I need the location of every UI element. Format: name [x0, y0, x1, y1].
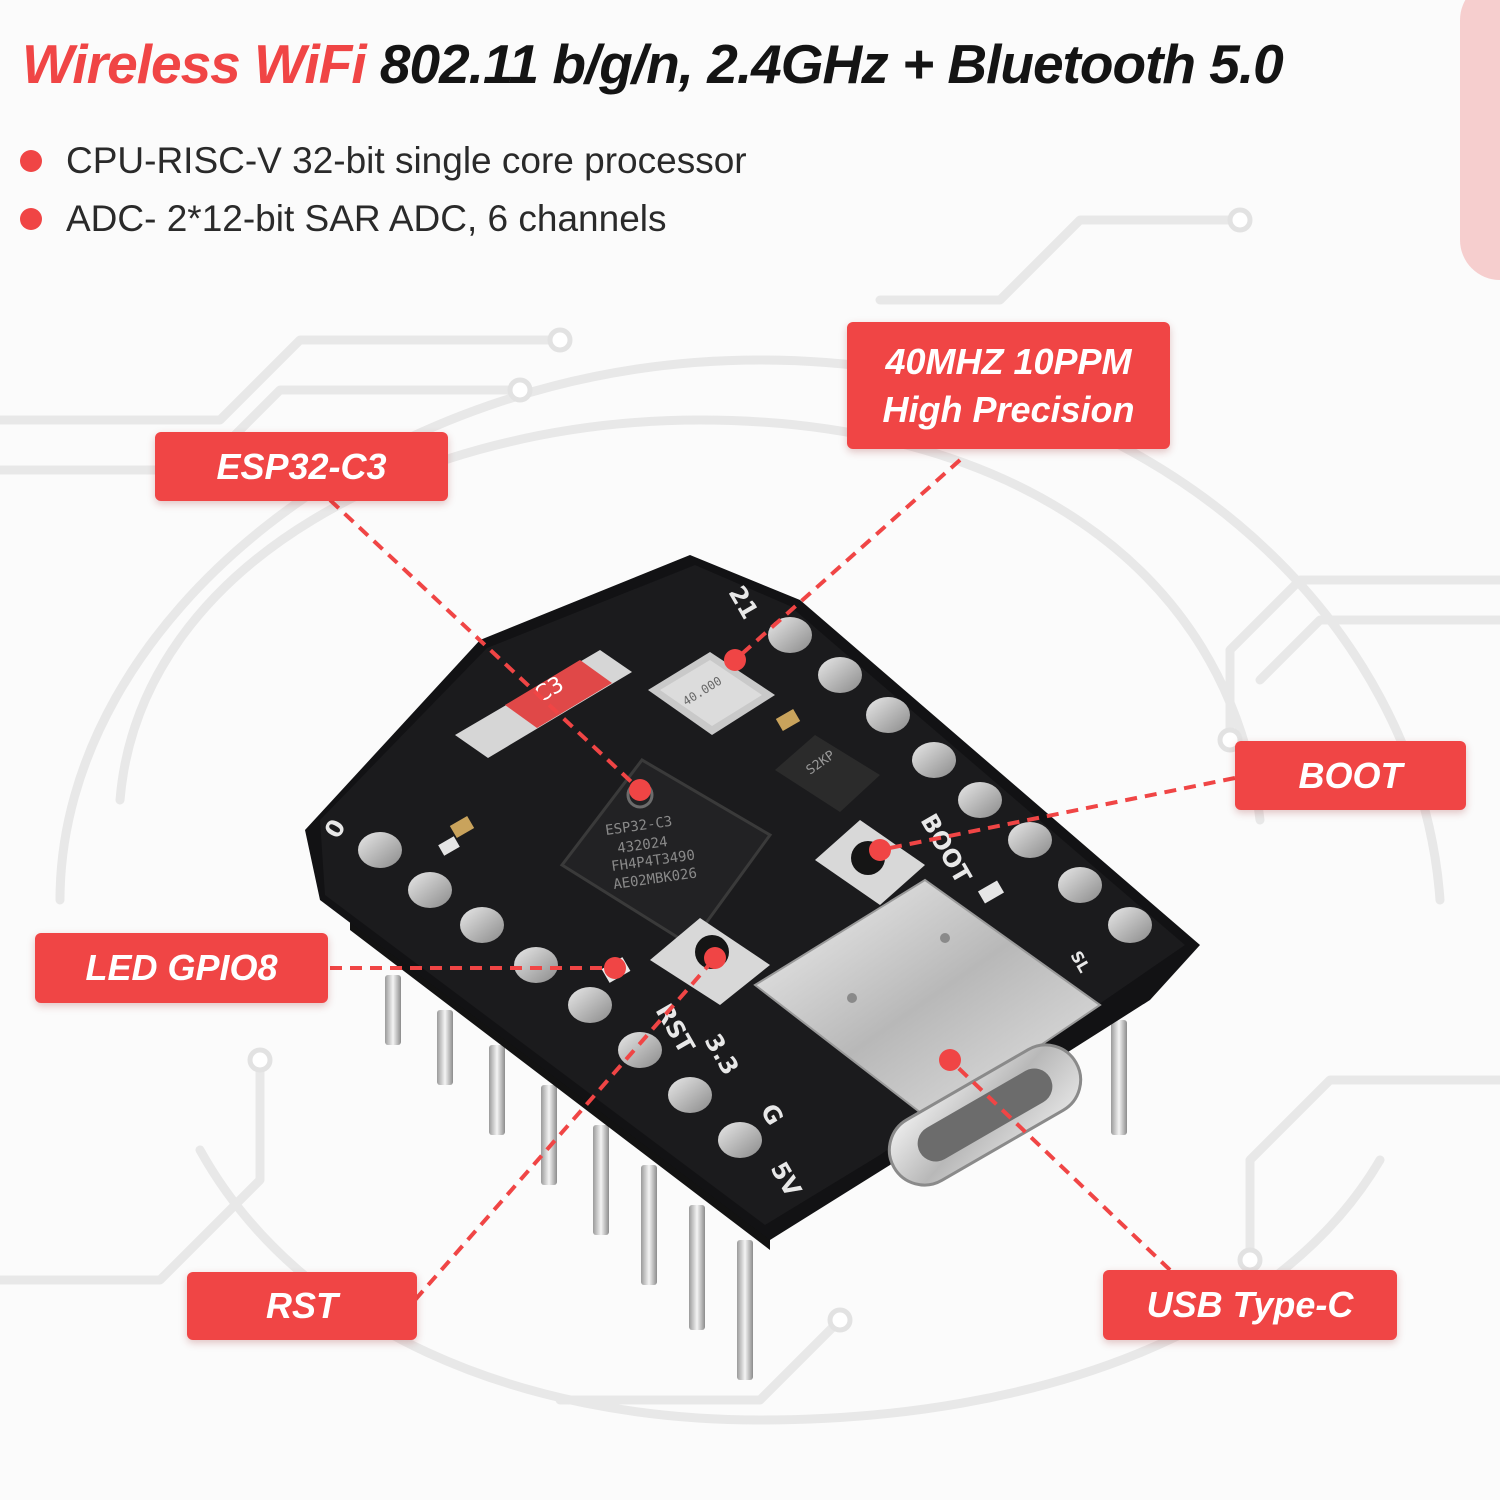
leader-crystal: [733, 458, 962, 662]
callout-rst-label: RST: [266, 1285, 338, 1326]
smd-components: [438, 708, 1005, 904]
callout-crystal-line1: 40MHZ 10PPM: [885, 340, 1132, 382]
solder-pads: [358, 617, 1152, 1158]
callout-crystal-line2: High Precision: [882, 388, 1135, 430]
leader-usb: [948, 1058, 1172, 1272]
callout-crystal: 40MHZ 10PPM High Precision: [847, 322, 1170, 449]
bullet-icon: [20, 208, 42, 230]
feature-item: CPU-RISC-V 32-bit single core processor: [20, 132, 747, 190]
callout-led: LED GPIO8: [35, 933, 328, 1003]
left-pin-row: [385, 975, 753, 1380]
callout-boot-label: BOOT: [1298, 754, 1403, 796]
bullet-icon: [20, 150, 42, 172]
callout-chip-label: ESP32-C3: [216, 445, 387, 487]
voltage-regulator: S2KP: [775, 735, 880, 812]
leader-rst: [413, 956, 717, 1302]
chip-marking-2: 432024: [616, 834, 668, 857]
headline-rest: 802.11 b/g/n, 2.4GHz + Bluetooth 5.0: [379, 33, 1284, 95]
callout-endpoints: [604, 649, 961, 1071]
right-pin-row: [1111, 1020, 1127, 1135]
headline-accent: Wireless WiFi: [22, 33, 367, 95]
feature-text: CPU-RISC-V 32-bit single core processor: [66, 140, 747, 181]
callout-usb: USB Type-C: [1103, 1270, 1397, 1340]
callout-usb-label: USB Type-C: [1146, 1284, 1354, 1325]
feature-item: ADC- 2*12-bit SAR ADC, 6 channels: [20, 190, 747, 248]
feature-text: ADC- 2*12-bit SAR ADC, 6 channels: [66, 198, 667, 239]
crystal-oscillator: 40.000: [648, 652, 775, 735]
leader-boot: [879, 776, 1236, 852]
decorative-blob: [1460, 0, 1500, 280]
leader-chip: [328, 498, 642, 792]
antenna-component: C3: [455, 650, 632, 758]
callout-boot: BOOT: [1235, 741, 1466, 810]
callout-rst: RST: [187, 1272, 417, 1340]
callout-chip: ESP32-C3: [155, 432, 448, 501]
page-headline: Wireless WiFi 802.11 b/g/n, 2.4GHz + Blu…: [22, 26, 1284, 102]
esp32-c3-chip: ESP32-C3 432024 FH4P4T3490 AE02MBK026: [559, 758, 773, 948]
callout-led-label: LED GPIO8: [85, 947, 278, 988]
callout-leaders: [328, 458, 1236, 1302]
feature-list: CPU-RISC-V 32-bit single core processor …: [20, 132, 747, 248]
usb-type-c-connector: [753, 878, 1102, 1187]
